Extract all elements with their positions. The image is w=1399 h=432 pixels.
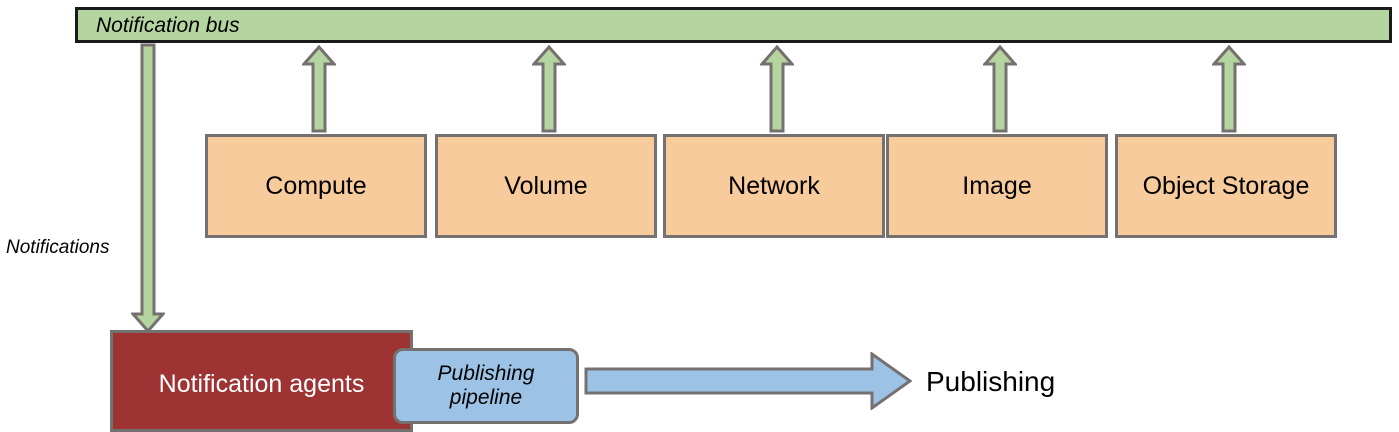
service-label: Image: [962, 171, 1032, 200]
publishing-label: Publishing: [926, 366, 1056, 397]
service-box-image[interactable]: Image: [886, 134, 1108, 238]
notification-agents-label: Notification agents: [158, 369, 365, 398]
pipeline-line-1: Publishing: [437, 362, 535, 386]
down-arrow-notifications: [131, 43, 165, 333]
up-arrow-volume: [532, 45, 566, 133]
notification-bus-bar: Notification bus: [75, 7, 1392, 43]
notification-agents-box[interactable]: Notification agents: [110, 330, 413, 432]
pipeline-line-2: pipeline: [449, 386, 523, 409]
up-arrow-network: [760, 45, 794, 133]
service-label: Compute: [265, 171, 367, 200]
service-box-network[interactable]: Network: [663, 134, 885, 238]
up-arrow-compute: [302, 45, 336, 133]
service-label: Object Storage: [1142, 171, 1310, 200]
notification-bus-label: Notification bus: [96, 13, 240, 37]
service-box-volume[interactable]: Volume: [435, 134, 657, 238]
service-box-compute[interactable]: Compute: [205, 134, 427, 238]
publishing-arrow: [584, 352, 912, 410]
service-label: Volume: [504, 171, 588, 200]
up-arrow-image: [983, 45, 1017, 133]
up-arrow-object-storage: [1212, 45, 1246, 133]
service-box-object-storage[interactable]: Object Storage: [1115, 134, 1337, 238]
service-label: Network: [728, 171, 820, 200]
notifications-flow-label: Notifications: [6, 237, 110, 258]
